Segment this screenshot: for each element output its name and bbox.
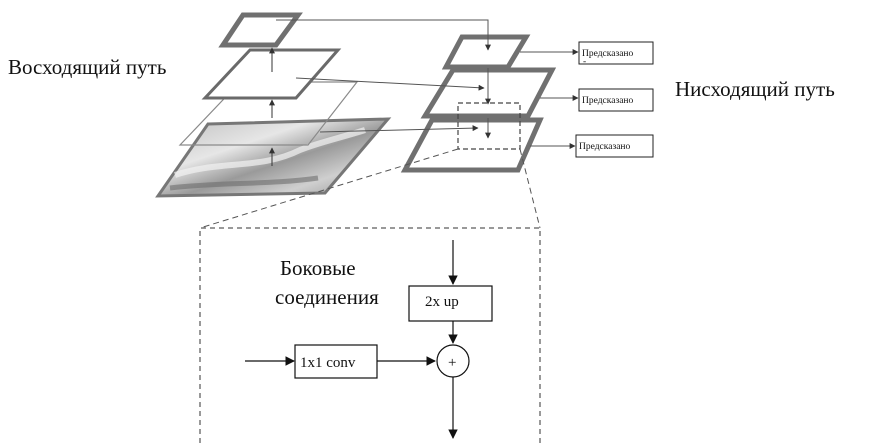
detail-panel: Боковые соединения 2x up + 1x1 conv: [200, 228, 540, 443]
zoom-connector-right: [520, 149, 540, 228]
prediction-label: Предсказано: [582, 96, 633, 106]
bottom-up-pyramid: [158, 15, 388, 196]
upsample-label: 2x up: [425, 294, 459, 310]
lateral-label-line1: Боковые: [280, 256, 356, 280]
prediction-extra: -: [583, 57, 586, 67]
conv-label: 1x1 conv: [300, 355, 356, 371]
bottom-up-label: Восходящий путь: [8, 55, 166, 79]
top-down-level-1: [446, 37, 526, 67]
prediction-box-2: Предсказано: [579, 89, 653, 111]
add-symbol: +: [448, 355, 456, 371]
lateral-label-line2: соединения: [275, 285, 379, 309]
top-down-label: Нисходящий путь: [675, 77, 835, 101]
prediction-label: Предсказано: [579, 142, 630, 152]
prediction-label: Предсказано: [582, 49, 633, 59]
prediction-box-1: Предсказано -: [579, 42, 653, 67]
prediction-box-3: Предсказано: [576, 135, 653, 157]
